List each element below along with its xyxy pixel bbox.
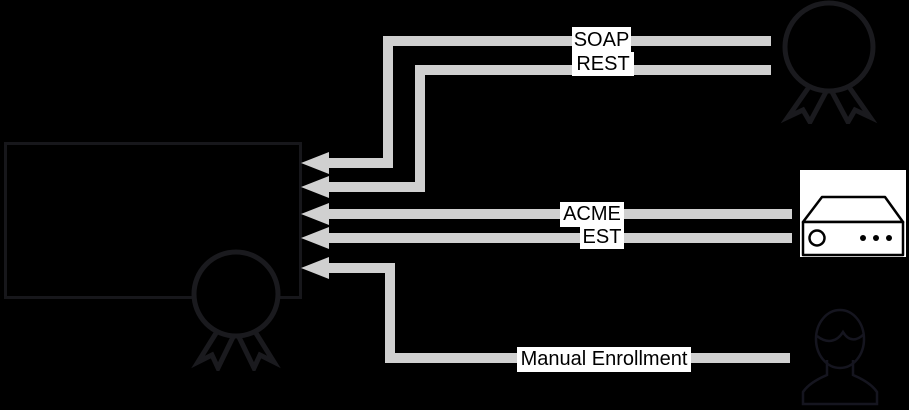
rest-arrowhead-icon <box>301 176 329 198</box>
certificate-authority-box <box>4 142 302 299</box>
est-arrowhead-icon <box>301 227 329 249</box>
edge-label-acme: ACME <box>560 202 624 227</box>
manual-connector-into-box <box>328 263 395 273</box>
edge-label-est: EST <box>580 225 624 249</box>
person-icon <box>801 308 879 406</box>
soap-connector-into-box <box>328 158 393 168</box>
rosette-badge-icon <box>191 249 281 371</box>
soap-arrowhead-icon <box>301 152 329 174</box>
server-appliance-drawing <box>801 195 905 257</box>
acme-arrowhead-icon <box>301 203 329 225</box>
manual-arrowhead-icon <box>301 257 329 279</box>
edge-label-soap: SOAP <box>572 27 631 53</box>
edge-label-manual-enrollment: Manual Enrollment <box>517 347 691 372</box>
soap-connector-vertical <box>383 36 393 168</box>
server-appliance-icon <box>800 170 906 257</box>
edge-label-rest: REST <box>572 52 634 76</box>
rest-connector-into-box <box>328 182 425 192</box>
rest-connector-vertical <box>415 65 425 192</box>
est-connector <box>328 233 792 243</box>
manual-connector-vertical <box>385 263 395 363</box>
rosette-award-icon <box>780 0 878 124</box>
